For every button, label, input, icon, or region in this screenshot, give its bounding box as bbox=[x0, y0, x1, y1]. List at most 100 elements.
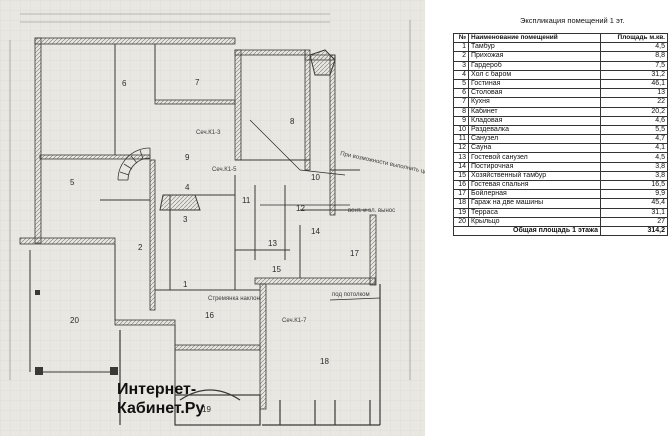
room-number-5: 5 bbox=[70, 178, 75, 187]
spiral-stair bbox=[117, 147, 151, 181]
cell-no: 12 bbox=[453, 143, 469, 154]
cell-area: 46,1 bbox=[600, 78, 668, 90]
cell-area: 13 bbox=[600, 88, 668, 99]
cell-name: Гардероб bbox=[468, 60, 601, 71]
cell-area: 5,5 bbox=[600, 124, 668, 136]
cell-no: 14 bbox=[453, 161, 469, 172]
cell-no: 9 bbox=[453, 115, 469, 126]
room-number-17: 17 bbox=[350, 249, 359, 258]
cell-name: Постирочная bbox=[468, 161, 601, 172]
cell-name: Сауна bbox=[468, 143, 601, 154]
rooms-table: № Наименование помещений Площадь м.кв. 1… bbox=[453, 32, 668, 237]
cell-no: 4 bbox=[453, 69, 469, 80]
cell-name: Санузел bbox=[468, 134, 601, 145]
annotation-bottom-2: Стремянка наклон bbox=[208, 296, 260, 302]
room-number-2: 2 bbox=[138, 243, 143, 252]
room-number-12: 12 bbox=[296, 204, 305, 213]
cell-no: 2 bbox=[453, 51, 469, 62]
cell-name: Хол с баром bbox=[468, 69, 601, 80]
watermark-logo-text: Интернет- Кабинет.Ру bbox=[117, 380, 204, 418]
cell-no: 20 bbox=[453, 216, 469, 227]
annotation-bottom: под потолком bbox=[332, 292, 370, 298]
section-label-c: Сеч.К1-7 bbox=[282, 318, 307, 324]
cell-name: Кухня bbox=[468, 97, 601, 108]
section-label-a: Сеч.К1-3 bbox=[196, 130, 221, 136]
cell-area: 8,8 bbox=[600, 51, 668, 62]
garage bbox=[262, 284, 381, 426]
cell-no: 7 bbox=[453, 97, 469, 108]
cell-name: Гостевой санузел bbox=[468, 152, 601, 163]
cell-name: Гостевая спальня bbox=[468, 179, 601, 191]
cell-area: 9,9 bbox=[600, 189, 668, 200]
room-numbers: 1 2 3 4 5 6 7 8 9 10 11 12 13 14 15 16 1… bbox=[70, 78, 359, 414]
cell-area: 4,7 bbox=[600, 134, 668, 145]
room-number-10: 10 bbox=[311, 173, 320, 182]
cell-name: Прихожая bbox=[468, 51, 601, 62]
cell-area: 31,2 bbox=[600, 69, 668, 80]
cell-name: Тамбур bbox=[468, 42, 601, 53]
floor-plan-drawing: 1 2 3 4 5 6 7 8 9 10 11 12 13 14 15 16 1… bbox=[0, 0, 425, 436]
cell-name: Кладовая bbox=[468, 115, 601, 126]
cell-area: 4,1 bbox=[600, 143, 668, 154]
cell-area: 4,6 bbox=[600, 115, 668, 126]
cell-area: 22 bbox=[600, 97, 668, 108]
floor-plan-photo: 1 2 3 4 5 6 7 8 9 10 11 12 13 14 15 16 1… bbox=[0, 0, 425, 436]
cell-no: 10 bbox=[453, 124, 469, 136]
cell-no: 3 bbox=[453, 60, 469, 71]
header-no: № bbox=[453, 32, 469, 44]
cell-area: 20,2 bbox=[600, 106, 668, 117]
cell-name: Крыльцо bbox=[468, 216, 601, 227]
header-name: Наименование помещений bbox=[468, 32, 601, 44]
cell-name: Столовая bbox=[468, 88, 601, 99]
cell-no: 19 bbox=[453, 207, 469, 218]
cell-name: Терраса bbox=[468, 207, 601, 218]
cell-area: 16,5 bbox=[600, 179, 668, 191]
cell-no: 1 bbox=[453, 42, 469, 53]
cell-no: 6 bbox=[453, 88, 469, 99]
cell-area: 3,8 bbox=[600, 170, 668, 182]
room-number-7: 7 bbox=[195, 78, 200, 87]
cell-no: 15 bbox=[453, 170, 469, 182]
room-number-8: 8 bbox=[290, 117, 295, 126]
cell-no: 13 bbox=[453, 152, 469, 163]
explication-panel: Экспликация помещений 1 эт. № Наименован… bbox=[425, 0, 670, 436]
watermark-line-2: Кабинет.Ру bbox=[117, 400, 205, 417]
cell-no: 8 bbox=[453, 106, 469, 117]
room-number-3: 3 bbox=[183, 215, 188, 224]
cell-name: Хозяйственный тамбур bbox=[468, 170, 601, 182]
cell-no: 11 bbox=[453, 134, 469, 145]
cell-no: 16 bbox=[453, 179, 469, 191]
total-area: 314,2 bbox=[600, 225, 668, 237]
cell-no: 18 bbox=[453, 198, 469, 209]
room-number-6: 6 bbox=[122, 79, 127, 88]
room-number-4: 4 bbox=[185, 183, 190, 192]
room-number-15: 15 bbox=[272, 265, 281, 274]
room-number-19: 19 bbox=[202, 405, 211, 414]
watermark-line-1: Интернет- bbox=[117, 381, 197, 398]
cell-area: 3,8 bbox=[600, 161, 668, 172]
cell-area: 4,5 bbox=[600, 42, 668, 53]
cell-name: Гостиная bbox=[468, 78, 601, 90]
cell-name: Гараж на две машины bbox=[468, 198, 601, 209]
cell-name: Раздевалка bbox=[468, 124, 601, 136]
cell-area: 4,5 bbox=[600, 152, 668, 163]
